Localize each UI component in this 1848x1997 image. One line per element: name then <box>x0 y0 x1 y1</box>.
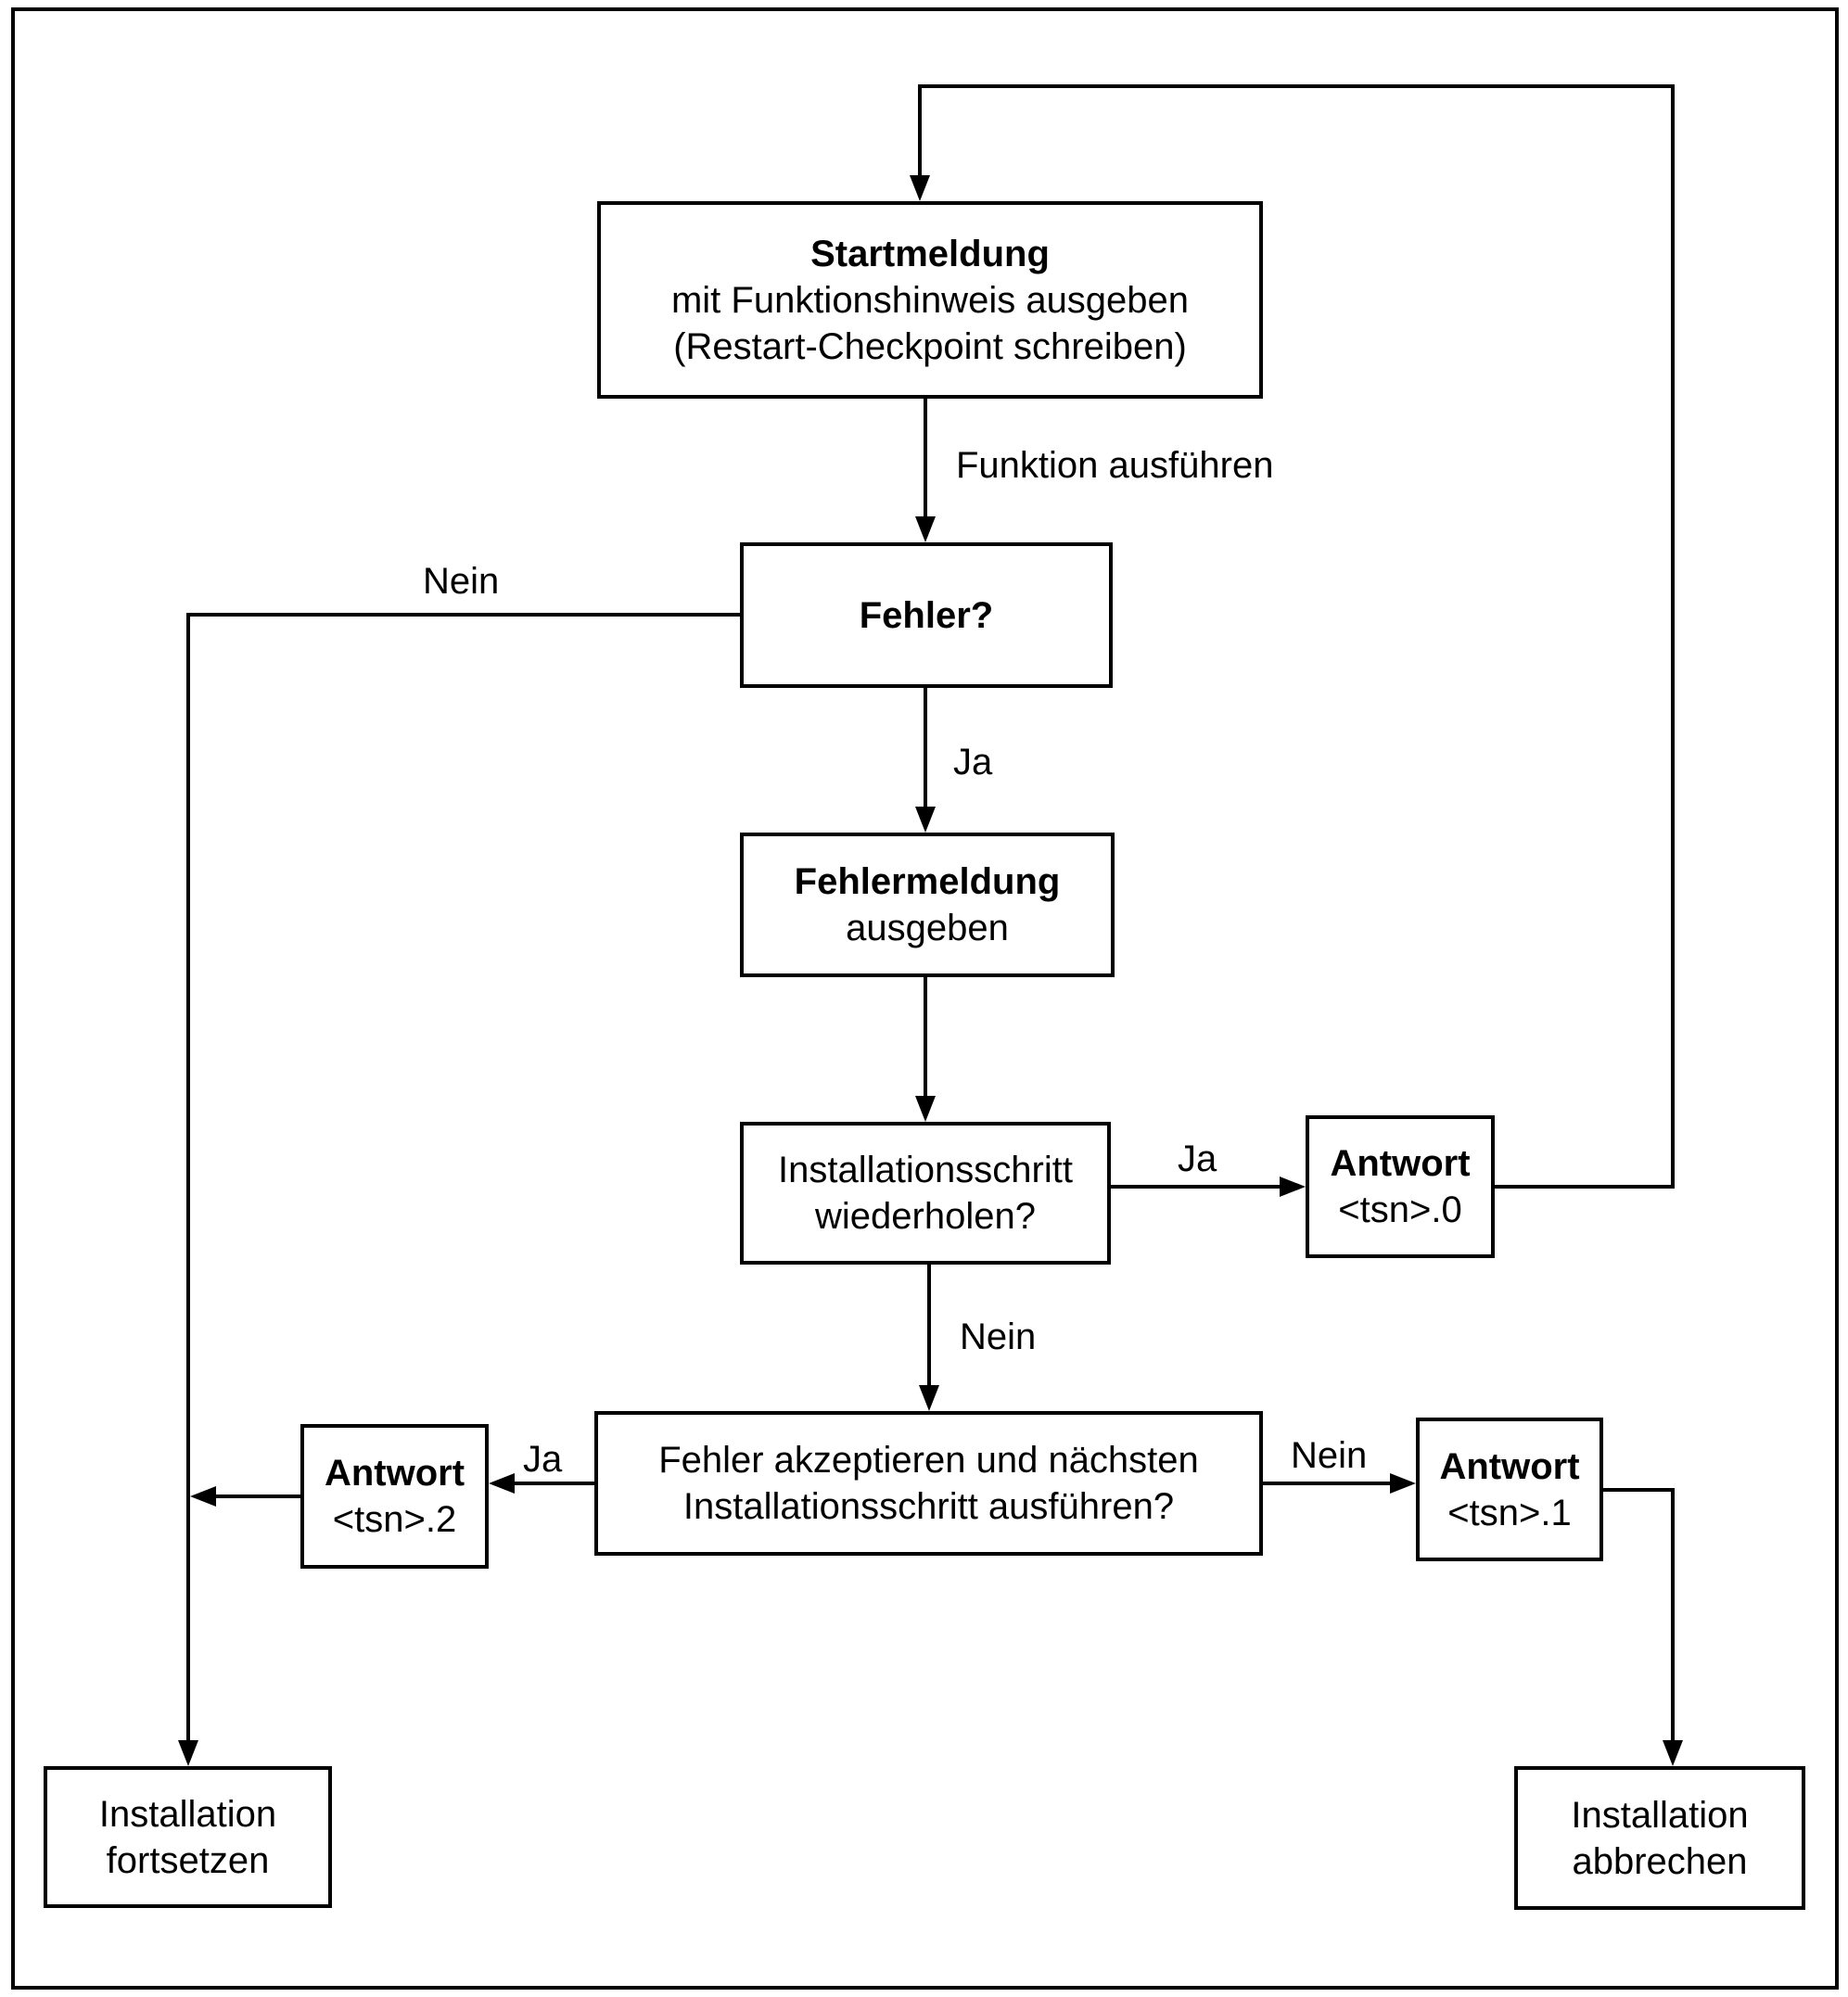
node-fehler: Fehler? <box>740 542 1113 688</box>
arrowhead-antwort2-leftline <box>190 1486 216 1507</box>
outer-frame <box>11 7 1839 1990</box>
node-installation-abbrechen: Installation abbrechen <box>1514 1766 1805 1910</box>
edge-start-fehler <box>924 399 927 517</box>
edge-feedback-top-horizontal <box>918 84 1675 88</box>
edge-antwort0-exit <box>1493 1185 1675 1189</box>
edge-antwort2-leftline <box>216 1495 300 1498</box>
edge-label-akzeptieren-ja: Ja <box>519 1439 567 1480</box>
node-startmeldung-line1: Startmeldung <box>810 233 1050 274</box>
edge-schritt-antwort0 <box>1109 1185 1281 1189</box>
node-startmeldung: Startmeldung mit Funktionshinweis ausgeb… <box>597 201 1263 399</box>
node-startmeldung-line3: (Restart-Checkpoint schreiben) <box>673 325 1187 367</box>
edge-label-fehler-nein: Nein <box>419 561 503 602</box>
node-installation-abbrechen-line1: Installation <box>1571 1794 1749 1836</box>
node-antwort-tsn2: Antwort <tsn>.2 <box>300 1424 489 1569</box>
arrowhead-into-antwort1 <box>1390 1473 1416 1494</box>
edge-feedback-right-vertical <box>1671 84 1675 1189</box>
node-installation-fortsetzen-line2: fortsetzen <box>106 1839 270 1881</box>
arrowhead-into-abbrechen <box>1663 1740 1683 1766</box>
node-antwort-tsn0-line1: Antwort <box>1330 1143 1471 1184</box>
arrowhead-into-akzeptieren <box>919 1385 939 1411</box>
edge-akzeptieren-antwort2 <box>513 1482 594 1485</box>
edge-left-vertical <box>186 613 190 1742</box>
edge-feedback-into-start <box>918 84 922 177</box>
edge-antwort1-exit <box>1601 1488 1675 1492</box>
node-installation-fortsetzen: Installation fortsetzen <box>44 1766 332 1908</box>
edge-label-akzeptieren-nein: Nein <box>1287 1435 1371 1476</box>
node-antwort-tsn0-line2: <tsn>.0 <box>1338 1189 1462 1230</box>
node-antwort-tsn2-line1: Antwort <box>324 1453 465 1494</box>
node-installationsschritt: Installationsschritt wiederholen? <box>740 1122 1111 1265</box>
node-installationsschritt-line1: Installationsschritt <box>778 1150 1073 1190</box>
node-fehler-akzeptieren: Fehler akzeptieren und nächsten Installa… <box>594 1411 1263 1556</box>
node-antwort-tsn2-line2: <tsn>.2 <box>332 1499 457 1540</box>
edge-label-fehler-ja: Ja <box>949 742 997 782</box>
edge-fehler-fehlermeldung <box>924 688 927 808</box>
edge-label-funktion-ausfuehren: Funktion ausführen <box>952 445 1278 486</box>
edge-fehler-nein-horizontal <box>186 613 742 617</box>
arrowhead-into-fortsetzen <box>178 1740 198 1766</box>
edge-fehlermeldung-schritt <box>924 977 927 1098</box>
edge-akzeptieren-antwort1 <box>1263 1482 1392 1485</box>
node-antwort-tsn1: Antwort <tsn>.1 <box>1416 1418 1603 1561</box>
node-installationsschritt-line2: wiederholen? <box>815 1196 1036 1237</box>
arrowhead-into-start <box>910 175 930 201</box>
node-fehlermeldung-line1: Fehlermeldung <box>794 861 1061 902</box>
edge-label-wiederholen-ja: Ja <box>1174 1138 1221 1179</box>
node-antwort-tsn1-line1: Antwort <box>1439 1445 1580 1487</box>
edge-label-wiederholen-nein: Nein <box>956 1316 1040 1357</box>
node-fehlermeldung: Fehlermeldung ausgeben <box>740 833 1115 977</box>
node-startmeldung-line2: mit Funktionshinweis ausgeben <box>670 279 1190 321</box>
node-installation-abbrechen-line2: abbrechen <box>1572 1840 1748 1882</box>
node-antwort-tsn0: Antwort <tsn>.0 <box>1306 1115 1495 1258</box>
node-installation-fortsetzen-line1: Installation <box>98 1793 277 1835</box>
arrowhead-into-antwort2 <box>489 1473 515 1494</box>
edge-right-lower-vertical <box>1671 1488 1675 1742</box>
arrowhead-into-fehlermeldung <box>915 807 936 833</box>
edge-schritt-akzeptieren <box>927 1265 931 1387</box>
node-antwort-tsn1-line2: <tsn>.1 <box>1447 1492 1572 1533</box>
node-fehler-akzeptieren-line1: Fehler akzeptieren und nächsten <box>658 1440 1199 1481</box>
arrowhead-into-antwort0 <box>1280 1177 1306 1197</box>
node-fehler-line1: Fehler? <box>859 594 994 636</box>
node-fehlermeldung-line2: ausgeben <box>846 908 1009 948</box>
node-fehler-akzeptieren-line2: Installationsschritt ausführen? <box>682 1486 1175 1527</box>
arrowhead-into-fehler <box>915 516 936 542</box>
arrowhead-into-schritt <box>915 1096 936 1122</box>
